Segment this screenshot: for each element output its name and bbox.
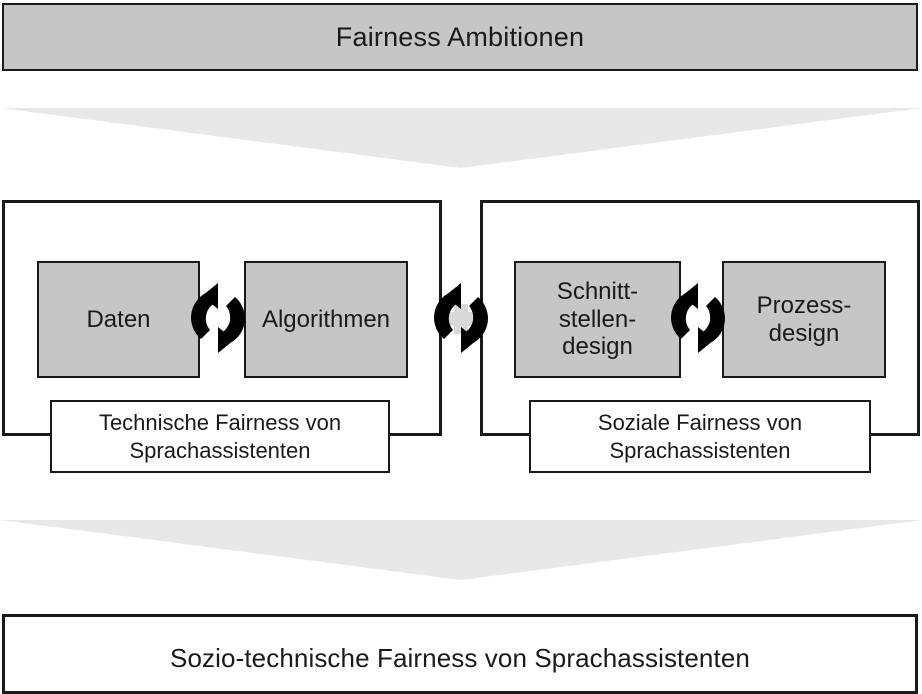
concept-box-daten: Daten (37, 261, 200, 378)
concept-box-prozessdesign-label: Prozess- design (757, 292, 852, 347)
concept-box-algorithmen: Algorithmen (244, 261, 408, 378)
prozess-line-2: design (768, 319, 840, 347)
prozess-line-1: Prozess- (756, 292, 852, 320)
pillar-label-technical-line-2: Sprachassistenten (129, 437, 311, 463)
concept-box-schnittstellendesign-label: Schnitt- stellen- design (557, 278, 638, 360)
down-chevron-arrow-icon (0, 108, 922, 168)
schnitt-line-3: design (562, 333, 633, 361)
pillar-label-social-line-2: Sprachassistenten (609, 437, 791, 463)
pillar-label-technical-line-1: Technische Fairness von (98, 409, 342, 435)
pillar-label-social: Soziale Fairness von Sprachassistenten (529, 400, 871, 473)
pillar-label-technical: Technische Fairness von Sprachassistente… (50, 400, 390, 473)
cycle-arrows-icon (434, 283, 488, 353)
bottom-down-arrow (0, 520, 922, 582)
result-box: Sozio-technische Fairness von Sprachassi… (2, 614, 918, 694)
concept-box-prozessdesign: Prozess- design (722, 261, 886, 378)
cycle-arrows-plus-icon-center (428, 280, 494, 358)
top-banner: Fairness Ambitionen (2, 3, 918, 71)
cycle-arrows-icon-social (665, 280, 731, 358)
concept-box-daten-label: Daten (86, 305, 151, 333)
down-chevron-arrow-icon (0, 520, 922, 580)
pillar-label-social-line-1: Soziale Fairness von (597, 409, 803, 435)
top-banner-label: Fairness Ambitionen (335, 21, 585, 52)
concept-box-algorithmen-label: Algorithmen (261, 305, 391, 333)
top-down-arrow (0, 108, 922, 170)
result-box-label: Sozio-technische Fairness von Sprachassi… (170, 643, 750, 673)
schnitt-line-2: stellen- (558, 305, 637, 333)
plus-icon (446, 304, 476, 334)
cycle-arrows-icon-technical (185, 280, 251, 358)
schnitt-line-1: Schnitt- (556, 278, 639, 306)
concept-box-schnittstellendesign: Schnitt- stellen- design (514, 261, 681, 378)
